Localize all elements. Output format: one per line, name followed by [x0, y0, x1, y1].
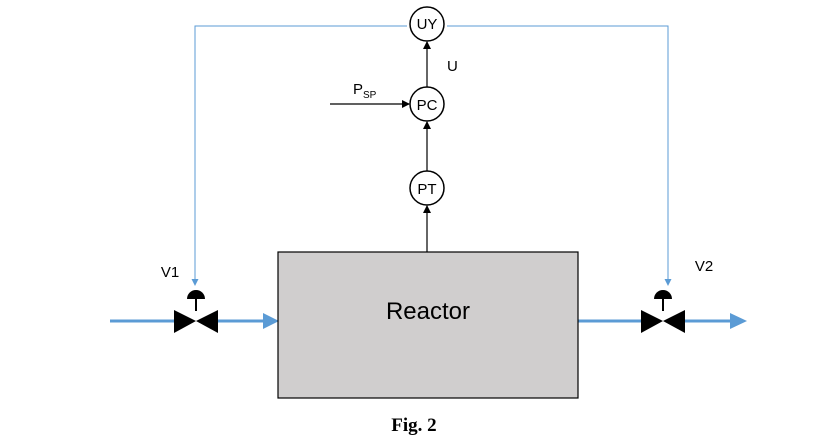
valve-v2 — [641, 290, 685, 333]
signal-u-label: U — [447, 58, 458, 75]
valve-v2-label: V2 — [695, 258, 713, 275]
outlet-arrowhead — [730, 313, 747, 329]
instrument-pc: PC — [409, 86, 445, 122]
instrument-uy-label: UY — [417, 16, 438, 33]
instrument-pt: PT — [409, 170, 445, 206]
instrument-pc-label: PC — [417, 97, 438, 114]
valve-v1-label: V1 — [161, 264, 179, 281]
reactor: Reactor — [277, 251, 579, 399]
signal-line-to-v2 — [447, 25, 672, 286]
setpoint-label: PSP — [353, 81, 377, 101]
signal-lines — [191, 25, 672, 286]
signal-line-to-v1 — [191, 25, 407, 286]
process-lines — [110, 313, 747, 329]
figure-caption: Fig. 2 — [391, 415, 436, 436]
setpoint-main: P — [353, 81, 363, 98]
instrument-uy: UY — [409, 6, 445, 42]
reactor-label: Reactor — [386, 298, 470, 325]
setpoint-subscript: SP — [363, 90, 377, 101]
instrument-pt-label: PT — [417, 181, 436, 198]
inlet-arrowhead — [263, 313, 279, 329]
instrument-connections — [330, 41, 431, 252]
valve-v1 — [174, 290, 218, 333]
